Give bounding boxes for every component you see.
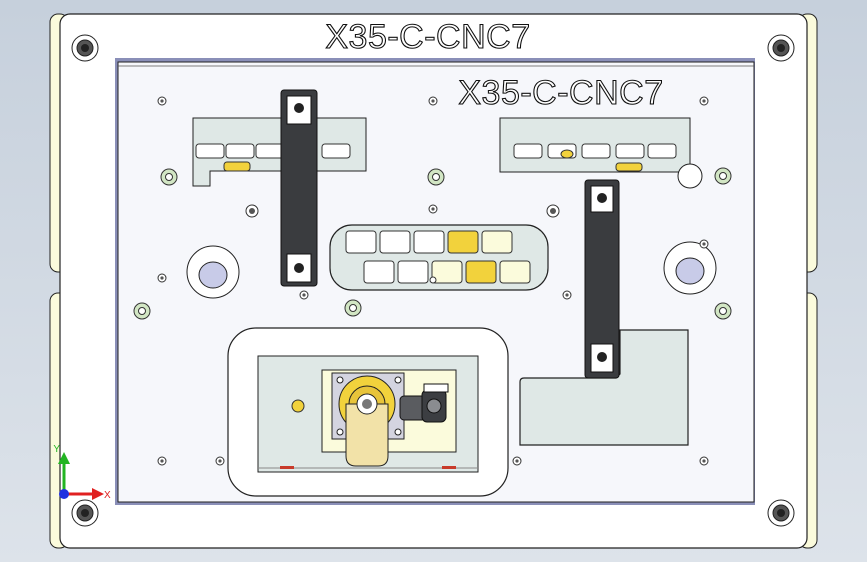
screw-hole [428, 204, 438, 214]
screw-hole [299, 290, 309, 300]
screw-hole [245, 204, 259, 218]
y-axis-head [58, 452, 70, 464]
locating-pin [344, 299, 362, 317]
screw-hole [157, 96, 167, 106]
locating-bushing-left [186, 245, 240, 299]
locating-pin [714, 167, 732, 185]
screw-hole [428, 96, 438, 106]
pneumatic-fitting [399, 383, 449, 423]
handle-right[interactable] [584, 179, 620, 379]
corner-screw-bottom-left [71, 499, 99, 527]
x-axis-head [92, 488, 104, 500]
screw-hole [157, 273, 167, 283]
slot-pocket-upper-left [192, 117, 367, 187]
z-axis-dot [59, 489, 69, 499]
locating-pin [160, 168, 178, 186]
locating-bushing-right [663, 241, 717, 295]
pocket-lower-right [519, 329, 689, 446]
screw-hole [699, 96, 709, 106]
locating-pin [133, 302, 151, 320]
corner-screw-top-right [767, 34, 795, 62]
corner-screw-bottom-right [767, 499, 795, 527]
locating-pin [714, 302, 732, 320]
corner-screw-top-left [71, 34, 99, 62]
screw-hole [562, 290, 572, 300]
screw-hole [546, 204, 560, 218]
screw-hole [512, 456, 522, 466]
slot-pocket-center [329, 224, 549, 291]
screw-hole [699, 239, 709, 249]
screw-hole [429, 276, 437, 284]
x-axis-label: X [104, 490, 111, 501]
y-axis-label: Y [53, 444, 60, 455]
locating-pin [427, 168, 445, 186]
inner-engraved-label: X35-C-CNC7 [458, 74, 663, 112]
axis-triad: Y X [53, 444, 111, 501]
slot-pocket-upper-right [499, 117, 703, 189]
screw-hole [215, 456, 225, 466]
screw-hole [157, 456, 167, 466]
handle-left[interactable] [280, 89, 318, 287]
outer-engraved-label: X35-C-CNC7 [325, 18, 530, 56]
screw-hole [699, 456, 709, 466]
